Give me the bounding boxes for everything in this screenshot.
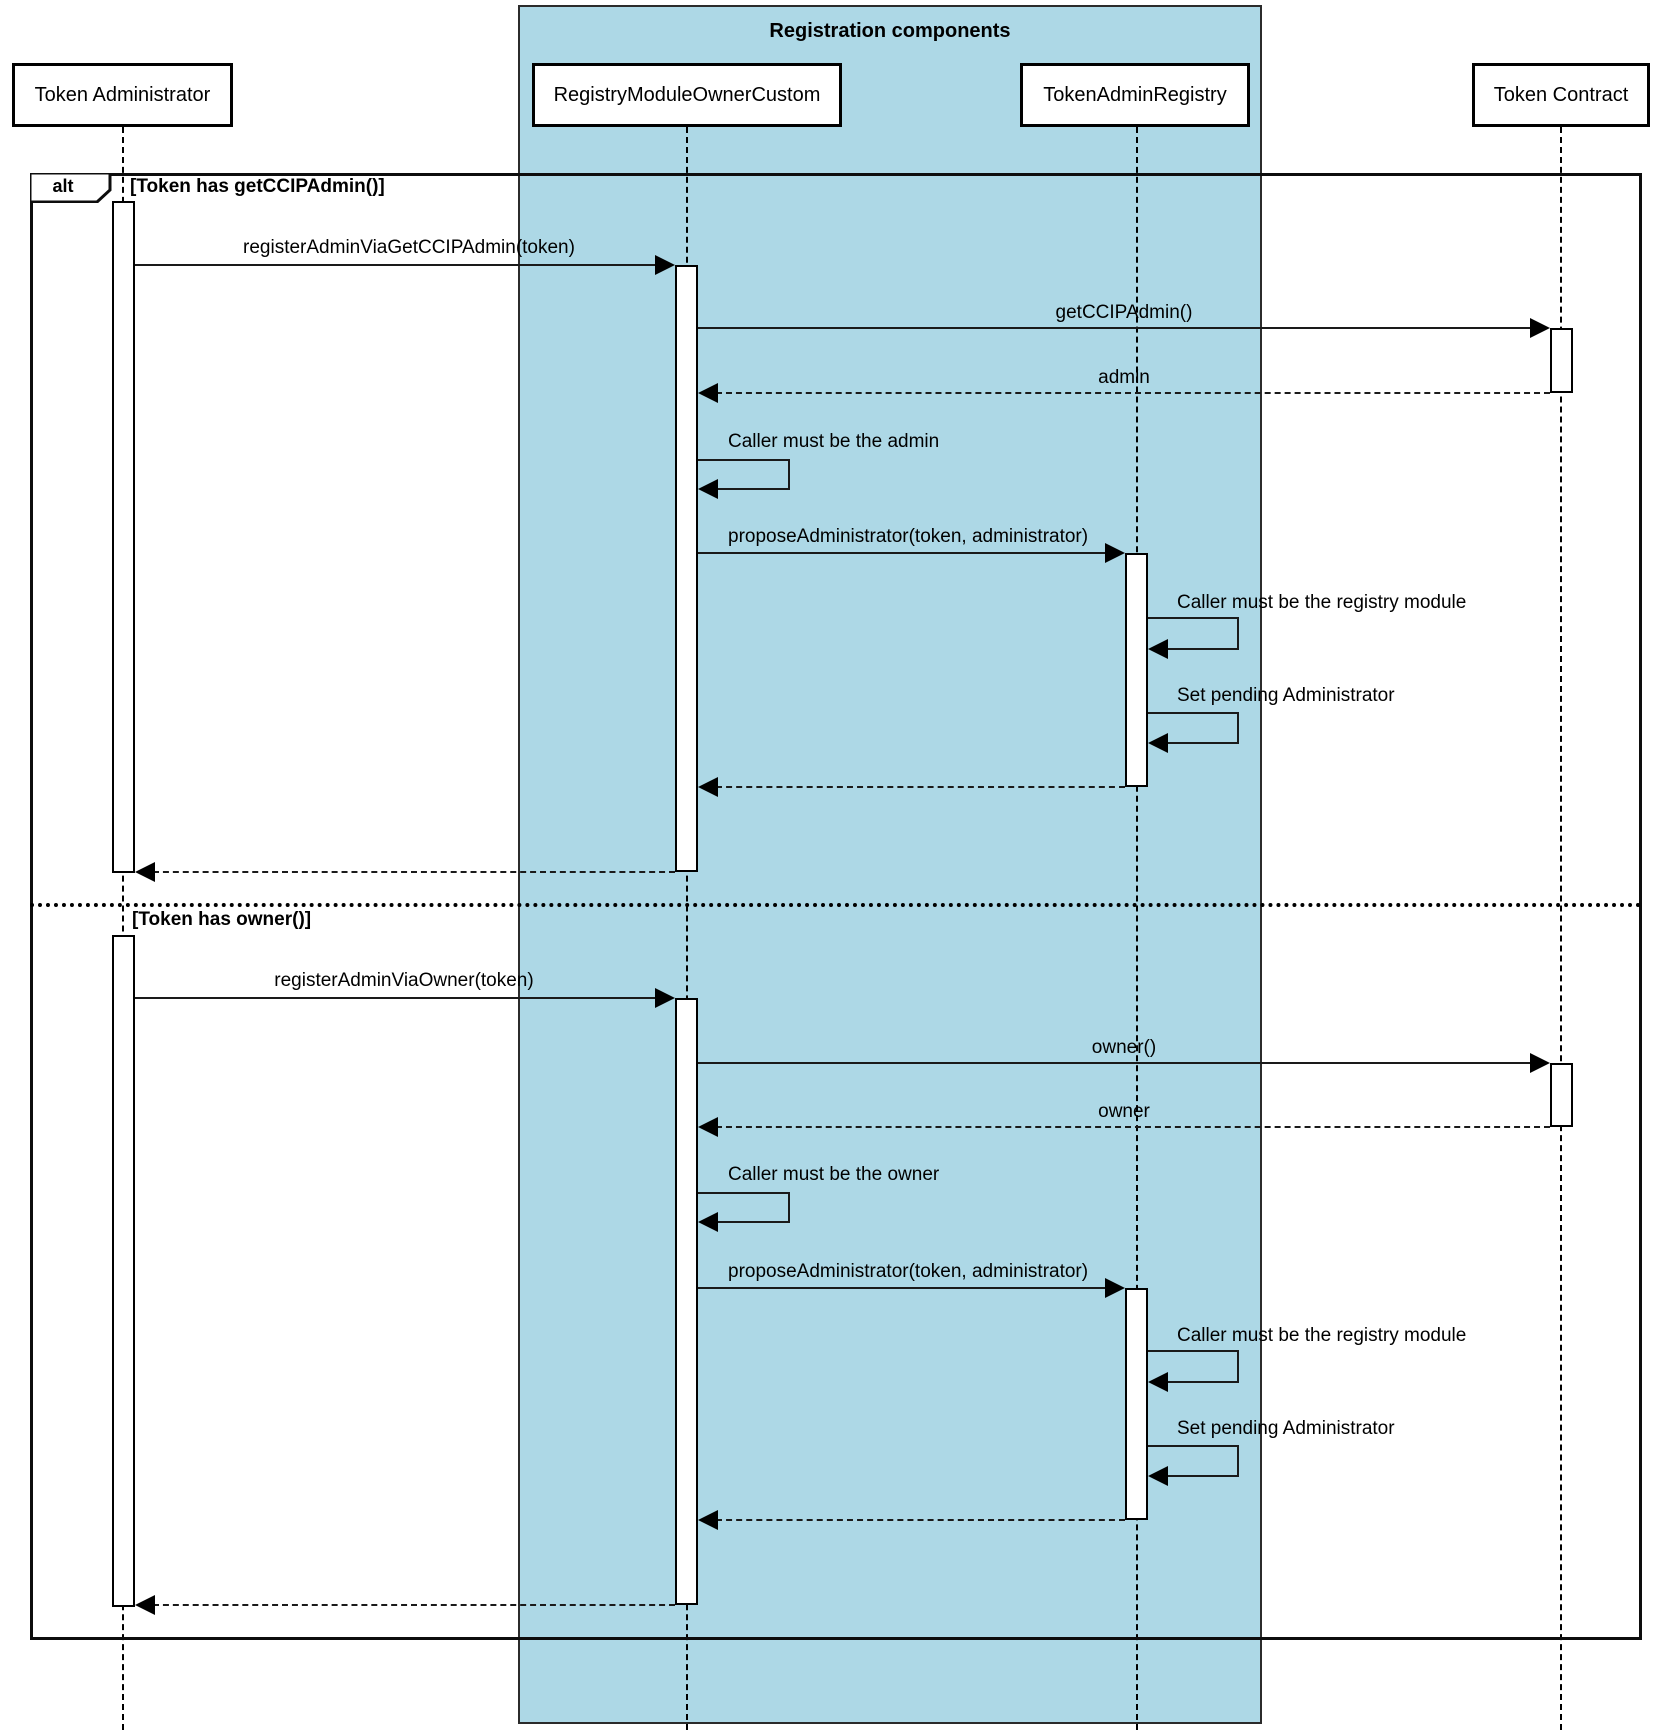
arrowhead-left-icon — [698, 1212, 718, 1232]
activation-token-admin-registry-1 — [1125, 553, 1148, 787]
self-loop-bottom — [716, 1221, 790, 1223]
lifeline-token-administrator — [122, 127, 124, 1730]
activation-token-contract-2 — [1550, 1063, 1573, 1127]
self-loop-bottom — [1166, 1381, 1239, 1383]
self-loop-side — [788, 459, 790, 489]
message-line — [698, 1062, 1532, 1064]
self-loop-top — [1148, 712, 1239, 714]
participant-token-admin-registry: TokenAdminRegistry — [1020, 63, 1250, 127]
message-line — [135, 997, 657, 999]
self-loop-side — [1237, 712, 1239, 743]
self-message-label: Caller must be the registry module — [1177, 592, 1467, 613]
activation-token-admin-registry-2 — [1125, 1288, 1148, 1520]
self-loop-top — [1148, 1445, 1239, 1447]
alt-operator-pentagon — [30, 173, 112, 203]
self-loop-top — [698, 459, 790, 461]
arrowhead-left-icon — [135, 1595, 155, 1615]
activation-token-administrator-1 — [112, 201, 135, 873]
message-line — [698, 1287, 1107, 1289]
self-loop-side — [1237, 1350, 1239, 1382]
arrowhead-right-icon — [1530, 1053, 1550, 1073]
message-label: registerAdminViaOwner(token) — [274, 970, 534, 991]
participant-token-contract: Token Contract — [1472, 63, 1650, 127]
self-message-label: Caller must be the owner — [728, 1164, 940, 1185]
message-label: proposeAdministrator(token, administrato… — [728, 1261, 1089, 1282]
arrowhead-right-icon — [1105, 543, 1125, 563]
self-loop-top — [1148, 1350, 1239, 1352]
self-loop-top — [1148, 617, 1239, 619]
lifeline-token-contract — [1560, 127, 1562, 1730]
guard-token-has-getccipadmin: [Token has getCCIPAdmin()] — [130, 176, 385, 197]
return-line — [716, 1519, 1125, 1521]
arrowhead-left-icon — [698, 777, 718, 797]
alt-operator-label: alt — [52, 176, 74, 196]
return-line — [716, 1126, 1550, 1128]
activation-registry-module-1 — [675, 265, 698, 872]
self-loop-bottom — [1166, 742, 1239, 744]
message-line — [698, 552, 1107, 554]
return-line — [716, 786, 1125, 788]
participant-label: RegistryModuleOwnerCustom — [553, 83, 821, 106]
message-label: getCCIPAdmin() — [1055, 302, 1193, 323]
message-line — [698, 327, 1532, 329]
arrowhead-left-icon — [1148, 1372, 1168, 1392]
participant-token-administrator: Token Administrator — [12, 63, 233, 127]
arrowhead-left-icon — [1148, 733, 1168, 753]
arrowhead-left-icon — [698, 479, 718, 499]
message-line — [135, 264, 657, 266]
alt-divider — [30, 903, 1642, 907]
arrowhead-left-icon — [698, 1510, 718, 1530]
message-label: registerAdminViaGetCCIPAdmin(token) — [243, 237, 575, 258]
self-loop-bottom — [716, 488, 790, 490]
participant-label: TokenAdminRegistry — [1043, 83, 1227, 106]
return-line — [716, 392, 1550, 394]
lifeline-token-admin-registry — [1136, 127, 1138, 1730]
activation-token-administrator-2 — [112, 935, 135, 1607]
return-label: owner — [1098, 1101, 1150, 1122]
guard-token-has-owner: [Token has owner()] — [132, 909, 312, 930]
participant-label: Token Contract — [1493, 83, 1629, 106]
self-message-label: Set pending Administrator — [1177, 685, 1395, 706]
participant-label: Token Administrator — [34, 83, 211, 106]
return-label: admin — [1098, 367, 1150, 388]
arrowhead-right-icon — [655, 255, 675, 275]
self-loop-side — [1237, 617, 1239, 649]
arrowhead-left-icon — [1148, 1466, 1168, 1486]
arrowhead-left-icon — [1148, 639, 1168, 659]
lifeline-registry-module-owner-custom — [686, 127, 688, 1730]
activation-registry-module-2 — [675, 998, 698, 1605]
self-loop-top — [698, 1192, 790, 1194]
self-loop-bottom — [1166, 648, 1239, 650]
self-loop-side — [788, 1192, 790, 1222]
self-message-label: Caller must be the admin — [728, 431, 940, 452]
participant-registry-module-owner-custom: RegistryModuleOwnerCustom — [532, 63, 842, 127]
self-message-label: Set pending Administrator — [1177, 1418, 1395, 1439]
self-loop-side — [1237, 1445, 1239, 1476]
message-label: proposeAdministrator(token, administrato… — [728, 526, 1089, 547]
arrowhead-left-icon — [698, 1117, 718, 1137]
arrowhead-left-icon — [135, 862, 155, 882]
arrowhead-right-icon — [655, 988, 675, 1008]
activation-token-contract-1 — [1550, 328, 1573, 393]
return-line — [153, 871, 675, 873]
arrowhead-right-icon — [1105, 1278, 1125, 1298]
arrowhead-right-icon — [1530, 318, 1550, 338]
self-message-label: Caller must be the registry module — [1177, 1325, 1467, 1346]
container-title: Registration components — [769, 20, 1011, 42]
arrowhead-left-icon — [698, 383, 718, 403]
message-label: owner() — [1091, 1037, 1157, 1058]
return-line — [153, 1604, 675, 1606]
self-loop-bottom — [1166, 1475, 1239, 1477]
